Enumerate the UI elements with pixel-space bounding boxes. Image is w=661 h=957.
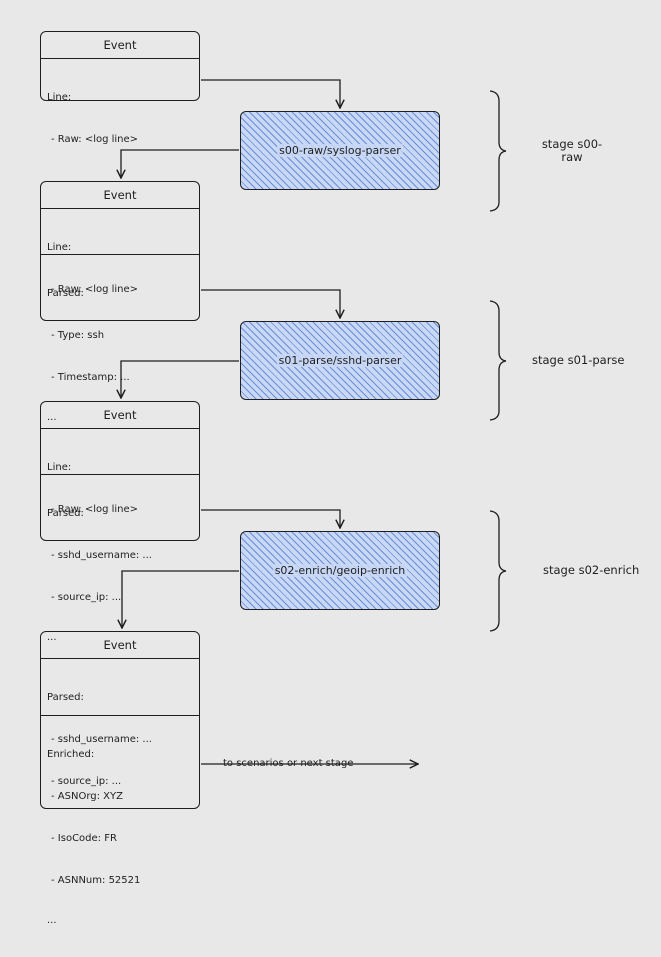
output-label: to scenarios or next stage xyxy=(223,758,354,769)
parser-label: s00-raw/syslog-parser xyxy=(277,144,403,157)
field-raw: - Raw: <log line> xyxy=(51,504,139,515)
event-parsed-section: Parsed: - Type: ssh - Timestamp: ... ... xyxy=(41,254,199,454)
stage-brace-s00 xyxy=(489,90,507,212)
arrow-parser1-to-event2 xyxy=(121,149,239,178)
section-ellipsis: ... xyxy=(47,915,57,926)
field-asn-org: - ASNOrg: XYZ xyxy=(51,791,123,802)
parser-label: s02-enrich/geoip-enrich xyxy=(272,564,408,577)
section-label: Enriched: xyxy=(47,749,95,760)
event-parsed-section: Parsed: - sshd_username: ... - source_ip… xyxy=(41,659,199,787)
event-line-section: Line: - Raw: <log line> xyxy=(41,209,199,295)
section-label: Parsed: xyxy=(47,692,84,703)
arrow-parser2-to-event3 xyxy=(121,360,239,398)
field-source-ip: - source_ip: ... xyxy=(51,776,122,787)
event-title: Event xyxy=(41,632,199,659)
parser-box-geoip: s02-enrich/geoip-enrich xyxy=(240,531,440,610)
arrow-event2-to-parser2 xyxy=(201,289,340,318)
event-parsed-section: Parsed: - sshd_username: ... - source_ip… xyxy=(41,474,199,674)
arrow-parser3-to-event4 xyxy=(122,570,239,628)
parser-label: s01-parse/sshd-parser xyxy=(276,354,404,367)
section-label: Parsed: xyxy=(47,288,84,299)
field-source-ip: - source_ip: ... xyxy=(51,592,122,603)
field-type: - Type: ssh xyxy=(51,330,105,341)
stage-brace-s01 xyxy=(489,300,507,421)
section-label: Line: xyxy=(47,462,72,473)
section-ellipsis: ... xyxy=(47,412,57,423)
field-asn-num: - ASNNum: 52521 xyxy=(51,875,141,886)
event-box-raw: Event Line: - Raw: <log line> xyxy=(40,31,200,145)
section-label: Parsed: xyxy=(47,508,84,519)
field-timestamp: - Timestamp: ... xyxy=(51,372,130,383)
event-title: Event xyxy=(41,402,199,429)
stage-label-s01: stage s01-parse xyxy=(532,353,625,367)
field-sshd-username: - sshd_username: ... xyxy=(51,734,152,745)
stage-label-s00: stage s00- raw xyxy=(541,137,603,164)
field-sshd-username: - sshd_username: ... xyxy=(51,550,152,561)
event-box-enriched: Event Parsed: - sshd_username: ... - sou… xyxy=(40,631,200,926)
field-iso-code: - IsoCode: FR xyxy=(51,833,117,844)
event-title: Event xyxy=(41,32,199,59)
diagram-connectors xyxy=(0,79,507,861)
event-line-section: Line: - Raw: <log line> xyxy=(41,59,199,178)
stage-label-s02: stage s02-enrich xyxy=(543,563,640,577)
event-enriched-section: Enriched: - ASNOrg: XYZ - IsoCode: FR - … xyxy=(41,715,199,957)
arrow-event3-to-parser3 xyxy=(201,509,340,528)
field-raw: - Raw: <log line> xyxy=(51,284,139,295)
event-title: Event xyxy=(41,182,199,209)
event-box-parsed-ssh: Event Line: - Raw: <log line> Parsed: - … xyxy=(40,401,200,643)
event-box-parsed: Event Line: - Raw: <log line> Parsed: - … xyxy=(40,181,200,423)
event-line-section: Line: - Raw: <log line> xyxy=(41,429,199,515)
section-label: Line: xyxy=(47,242,72,253)
parser-box-sshd: s01-parse/sshd-parser xyxy=(240,321,440,400)
stage-brace-s02 xyxy=(489,510,507,632)
section-ellipsis: ... xyxy=(47,632,57,643)
arrow-event1-to-parser1 xyxy=(201,79,340,108)
field-raw: - Raw: <log line> xyxy=(51,134,139,145)
parser-box-syslog: s00-raw/syslog-parser xyxy=(240,111,440,190)
section-label: Line: xyxy=(47,92,72,103)
